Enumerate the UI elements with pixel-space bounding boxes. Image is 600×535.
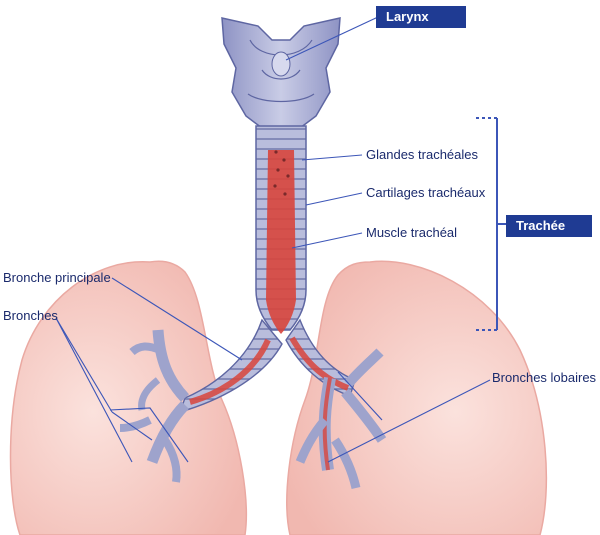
bronchi-illustration: [119, 318, 387, 490]
label-bronches-lobaires: Bronches lobaires: [492, 370, 597, 385]
label-larynx: Larynx: [376, 6, 466, 28]
larynx-illustration: [221, 17, 341, 129]
trachea-bracket: [476, 117, 510, 331]
label-bronche-principale: Bronche principale: [3, 270, 111, 285]
label-cartilages-tracheaux: Cartilages trachéaux: [366, 185, 486, 200]
label-glandes-tracheales: Glandes trachéales: [366, 147, 479, 162]
label-bronches: Bronches: [3, 308, 58, 323]
trachea-illustration: [255, 125, 307, 334]
label-trachee: Trachée: [506, 215, 592, 237]
leader-lines: [55, 16, 491, 463]
left-lung: [9, 260, 248, 535]
label-muscle-tracheal: Muscle trachéal: [366, 225, 458, 240]
tracheal-muscle: [266, 150, 296, 334]
